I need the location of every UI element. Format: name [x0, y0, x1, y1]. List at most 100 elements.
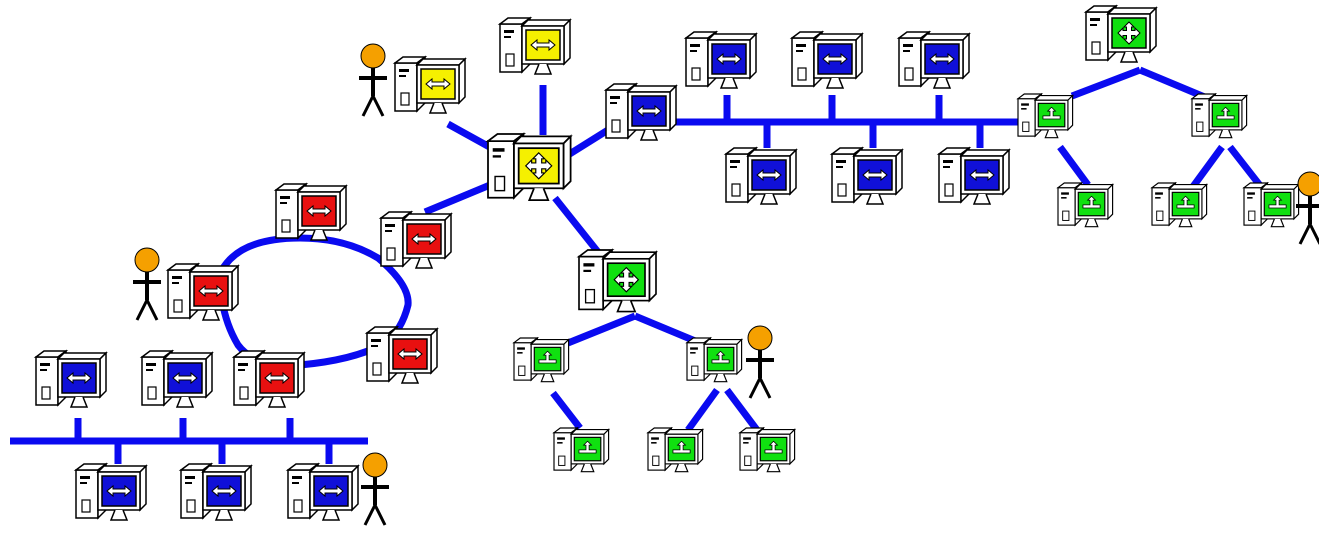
bus-right-computer[interactable] — [723, 146, 798, 205]
monitor-stand — [69, 396, 89, 408]
person-head — [360, 43, 386, 69]
tree-node-computer[interactable] — [512, 336, 571, 383]
monitor-top — [601, 251, 658, 260]
bus-right-computer[interactable] — [829, 146, 904, 205]
drive-slot — [796, 44, 806, 47]
monitor-top — [1106, 7, 1158, 15]
tree-node-computer[interactable] — [1190, 92, 1249, 139]
drive-slot — [690, 347, 698, 350]
ring-computer[interactable] — [231, 349, 306, 408]
monitor-top — [401, 213, 453, 221]
tree-link — [1057, 144, 1091, 188]
bus-left-computer[interactable] — [285, 462, 360, 521]
monitor-stand — [109, 509, 129, 521]
double-arrow-icon — [198, 284, 224, 298]
ring-computer[interactable] — [378, 210, 453, 269]
tower-door — [1196, 121, 1204, 132]
tree-root-computer[interactable] — [1083, 4, 1158, 63]
star-hub-computer[interactable] — [485, 132, 573, 201]
drive-slot — [1247, 197, 1253, 199]
tree-node-computer[interactable] — [1150, 181, 1209, 228]
double-arrow-icon — [636, 104, 662, 118]
drive-slot — [371, 345, 378, 347]
monitor-side — [563, 18, 571, 66]
monitor-side — [603, 428, 610, 466]
drive-slot — [651, 437, 659, 440]
monitor-top — [706, 33, 758, 41]
tree-branch-icon — [711, 350, 730, 364]
bus-left-computer[interactable] — [139, 349, 214, 408]
star-to-tree-link — [552, 195, 601, 255]
tree-link — [550, 390, 583, 431]
monitor-stand — [639, 129, 659, 141]
tree-root-computer[interactable] — [576, 248, 658, 313]
tower-door — [1156, 210, 1164, 221]
drive-slot — [557, 442, 563, 444]
monitor-top — [308, 465, 360, 473]
monitor-top — [569, 428, 611, 435]
monitor-top — [188, 265, 240, 273]
monitor-side — [563, 338, 570, 376]
drive-slot — [1195, 103, 1203, 106]
bus-left-computer[interactable] — [73, 462, 148, 521]
drive-slot — [730, 166, 737, 168]
tree-node-computer[interactable] — [1242, 181, 1301, 228]
person-icon — [133, 247, 161, 321]
drive-slot — [399, 69, 409, 72]
person-leg — [373, 504, 387, 526]
tree-node-computer[interactable] — [552, 426, 611, 473]
person-leg — [1298, 223, 1312, 245]
drive-slot — [730, 160, 740, 163]
bus-left-computer[interactable] — [178, 462, 253, 521]
monitor-top — [746, 149, 798, 157]
monitor-side — [789, 148, 797, 196]
drive-slot — [185, 476, 195, 479]
monitor-stand — [1084, 218, 1099, 228]
tree-branch-icon — [1082, 195, 1101, 209]
monitor-top — [919, 33, 971, 41]
tree-branch-icon — [1216, 106, 1235, 120]
monitor-top — [56, 352, 108, 360]
tree-node-computer[interactable] — [646, 426, 705, 473]
tree-link — [685, 387, 720, 433]
star-computer[interactable] — [497, 16, 572, 75]
ring-computer[interactable] — [273, 182, 348, 241]
bus-right-computer[interactable] — [683, 30, 758, 89]
monitor-top — [254, 352, 306, 360]
monitor-stand — [759, 193, 779, 205]
person-leg — [748, 377, 762, 399]
tree-node-computer[interactable] — [685, 336, 744, 383]
drive-slot — [385, 230, 392, 232]
drive-slot — [796, 50, 803, 52]
bus-right-computer[interactable] — [936, 146, 1011, 205]
monitor-side — [648, 250, 657, 303]
monitor-side — [1293, 183, 1300, 221]
bus-right-computer[interactable] — [896, 30, 971, 89]
drive-slot — [172, 282, 179, 284]
tower-door — [81, 499, 91, 513]
ring-to-hub-link — [423, 181, 492, 216]
drive-slot — [292, 476, 302, 479]
double-arrow-icon — [172, 371, 198, 385]
drive-slot — [557, 437, 565, 440]
bus-right-computer[interactable] — [789, 30, 864, 89]
star-computer[interactable] — [392, 55, 467, 114]
monitor-top — [1259, 183, 1301, 190]
bus-left-computer[interactable] — [33, 349, 108, 408]
monitor-side — [895, 148, 903, 196]
tree-node-computer[interactable] — [1016, 92, 1075, 139]
tree-node-computer[interactable] — [738, 426, 797, 473]
bus-right-computer[interactable] — [603, 82, 678, 141]
drive-slot — [1061, 192, 1069, 195]
drive-slot — [280, 202, 287, 204]
double-arrow-icon — [211, 484, 237, 498]
person-leg — [145, 299, 159, 321]
tower-door — [147, 386, 157, 400]
tree-node-computer[interactable] — [1056, 181, 1115, 228]
monitor-top — [663, 428, 705, 435]
drive-slot — [903, 44, 913, 47]
ring-computer[interactable] — [364, 325, 439, 384]
ring-computer[interactable] — [165, 262, 240, 321]
person-icon — [361, 452, 389, 526]
